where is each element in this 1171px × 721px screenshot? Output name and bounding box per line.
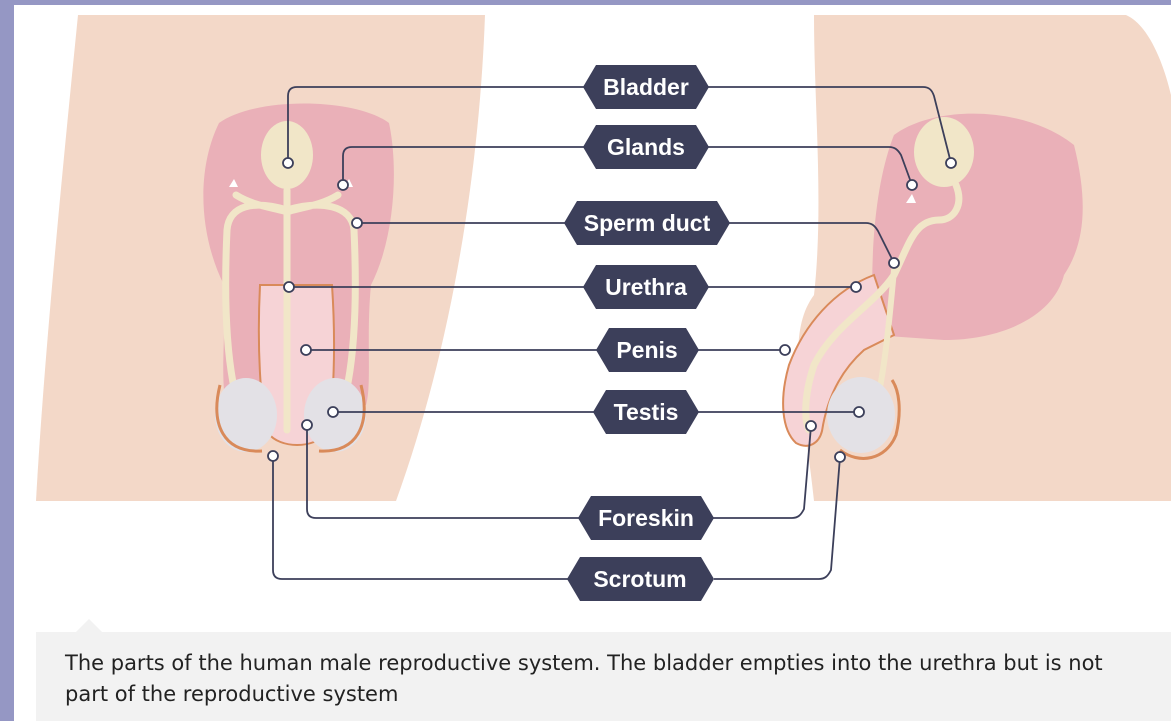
bladder-front-dot [283, 158, 293, 168]
reproductive-system-diagram: Bladder Glands Sperm duct Urethra Penis … [14, 5, 1171, 625]
caption-box: The parts of the human male reproductive… [36, 632, 1171, 721]
glands-tag: Glands [583, 125, 709, 169]
sperm-duct-tag: Sperm duct [564, 201, 730, 245]
foreskin-side-dot [806, 421, 816, 431]
penis-front-dot [301, 345, 311, 355]
scrotum-tag: Scrotum [567, 557, 714, 601]
urethra-tag: Urethra [583, 265, 709, 309]
bladder-side-dot [946, 158, 956, 168]
testis-tag: Testis [593, 390, 699, 434]
bladder-label: Bladder [603, 74, 689, 100]
foreskin-label: Foreskin [598, 505, 694, 531]
sperm-duct-label: Sperm duct [584, 210, 711, 236]
glands-front-dot [338, 180, 348, 190]
urethra-label: Urethra [605, 274, 687, 300]
foreskin-front-dot [302, 420, 312, 430]
foreskin-tag: Foreskin [578, 496, 714, 540]
caption-text: The parts of the human male reproductive… [65, 648, 1131, 710]
front-left-testis [215, 378, 277, 452]
scrotum-side-dot [835, 452, 845, 462]
sperm-duct-side-dot [889, 258, 899, 268]
front-bladder [261, 121, 313, 189]
bladder-tag: Bladder [583, 65, 709, 109]
urethra-side-dot [851, 282, 861, 292]
glands-label: Glands [607, 134, 685, 160]
glands-side-dot [907, 180, 917, 190]
caption-pointer [76, 619, 102, 632]
testis-label: Testis [614, 399, 679, 425]
scrotum-front-dot [268, 451, 278, 461]
content-frame: Bladder Glands Sperm duct Urethra Penis … [14, 5, 1171, 721]
sperm-duct-front-dot [352, 218, 362, 228]
side-bladder [914, 117, 974, 187]
penis-side-dot [780, 345, 790, 355]
testis-side-dot [854, 407, 864, 417]
label-tags: Bladder Glands Sperm duct Urethra Penis … [564, 65, 730, 601]
scrotum-label: Scrotum [593, 566, 686, 592]
penis-label: Penis [616, 337, 677, 363]
testis-front-dot [328, 407, 338, 417]
urethra-front-dot [284, 282, 294, 292]
penis-tag: Penis [596, 328, 699, 372]
